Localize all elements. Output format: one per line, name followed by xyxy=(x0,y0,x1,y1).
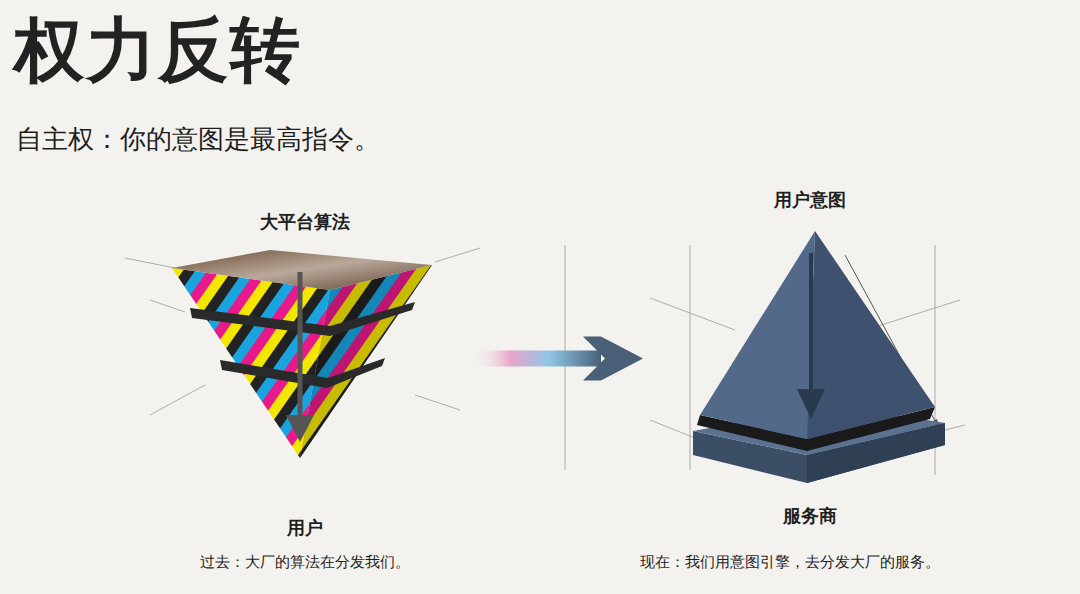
transition-arrow xyxy=(472,337,643,381)
inverted-pyramid: 大平台算法用户 xyxy=(140,210,470,540)
subtitle: 自主权：你的意图是最高指令。 xyxy=(16,122,380,157)
inverted-pyramid-shape xyxy=(140,210,470,540)
pyramid: 用户意图服务商 xyxy=(645,188,975,528)
caption-text: 过去：大厂的算法在分发我们。 xyxy=(200,553,410,572)
bottom-label: 用户 xyxy=(283,516,327,540)
top-label: 大平台算法 xyxy=(256,210,354,234)
bottom-label: 服务商 xyxy=(779,504,841,528)
pyramid-shape xyxy=(645,188,975,528)
caption-text: 现在：我们用意图引擎，去分发大厂的服务。 xyxy=(640,553,940,572)
top-label: 用户意图 xyxy=(770,188,850,212)
title: 权力反转 xyxy=(14,4,302,98)
